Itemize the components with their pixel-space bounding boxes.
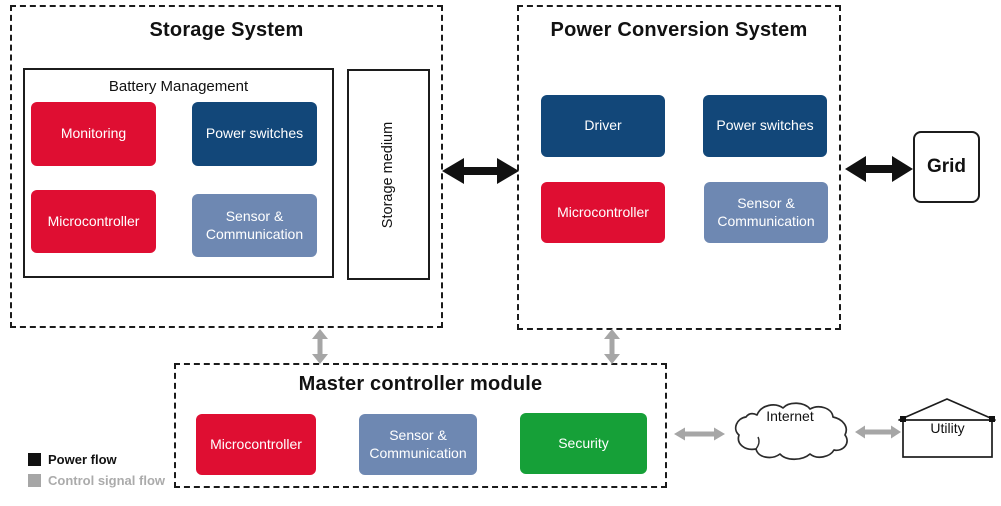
module-microcontroller-mcm: Microcontroller [196, 414, 316, 475]
internet-cloud-icon [734, 402, 848, 461]
utility-building-icon [898, 398, 996, 458]
module-microcontroller-storage: Microcontroller [31, 190, 156, 253]
storage-system-title: Storage System [149, 19, 304, 41]
storage-medium-label-wrap: Storage medium [349, 71, 428, 278]
legend-item-control-signal-flow: Control signal flow [28, 473, 165, 488]
battery-management-title: Battery Management [108, 78, 249, 95]
master-controller-module-container: Master controller module Microcontroller… [174, 363, 667, 488]
module-sensor-communication-pcs: Sensor & Communication [704, 182, 828, 243]
control-arrow-mcm-internet [674, 427, 725, 441]
control-signal-flow-swatch [28, 474, 41, 487]
legend: Power flow Control signal flow [28, 452, 165, 488]
storage-medium-label: Storage medium [380, 121, 397, 228]
control-arrow-pcs-mcm [604, 329, 620, 364]
module-sensor-communication-mcm: Sensor & Communication [359, 414, 477, 475]
module-power-switches-pcs: Power switches [703, 95, 827, 157]
power-conversion-system-title: Power Conversion System [550, 19, 808, 41]
power-flow-swatch [28, 453, 41, 466]
power-conversion-system-container: Power Conversion System Driver Power swi… [517, 5, 841, 330]
control-arrow-storage-mcm [312, 329, 328, 364]
battery-management-box: Battery Management Monitoring Power swit… [23, 68, 334, 278]
module-driver: Driver [541, 95, 665, 157]
internet-label: Internet [766, 408, 814, 424]
power-flow-label: Power flow [48, 452, 117, 467]
grid-label: Grid [926, 156, 967, 177]
legend-item-power-flow: Power flow [28, 452, 165, 467]
storage-medium-box: Storage medium [347, 69, 430, 280]
control-arrow-internet-utility [855, 425, 901, 439]
module-security: Security [520, 413, 647, 474]
utility-label: Utility [930, 420, 965, 436]
storage-system-container: Storage System Battery Management Monito… [10, 5, 443, 328]
power-flow-arrow-storage-pcs [442, 158, 519, 184]
module-power-switches-storage: Power switches [192, 102, 317, 166]
module-monitoring: Monitoring [31, 102, 156, 166]
module-microcontroller-pcs: Microcontroller [541, 182, 665, 243]
power-flow-arrow-pcs-grid [845, 156, 913, 182]
module-sensor-communication-storage: Sensor & Communication [192, 194, 317, 257]
grid-box: Grid [913, 131, 980, 203]
control-signal-flow-label: Control signal flow [48, 473, 165, 488]
master-controller-module-title: Master controller module [298, 373, 543, 395]
